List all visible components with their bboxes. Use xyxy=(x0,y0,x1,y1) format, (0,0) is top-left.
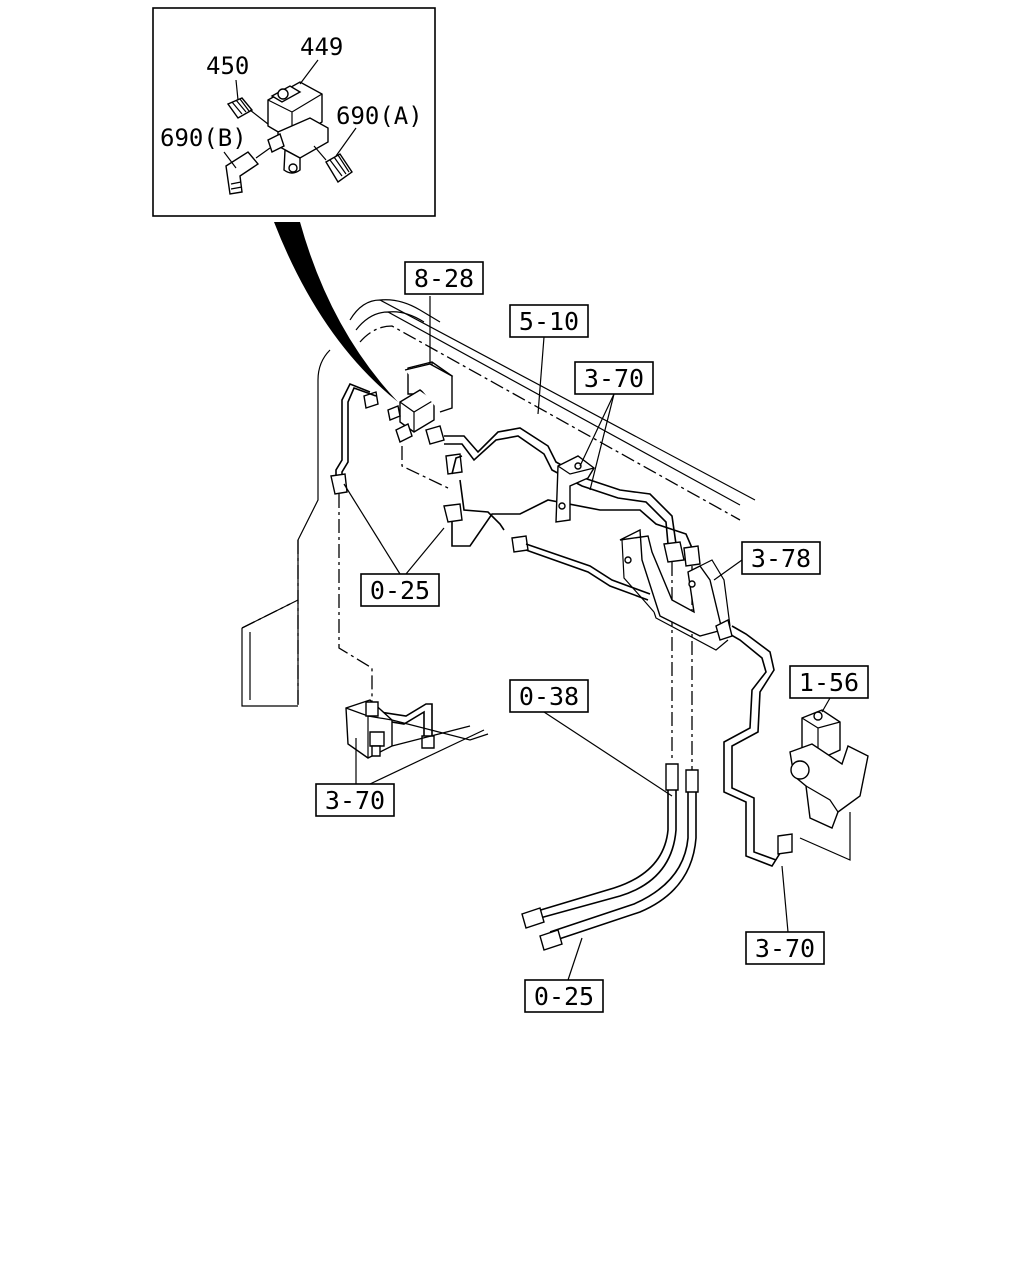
bracket-8-28 xyxy=(404,296,453,413)
side-rail xyxy=(241,349,331,707)
ref-3-70-top-label: 3-70 xyxy=(584,364,644,393)
ref-3-70-right: 3-70 xyxy=(745,931,825,965)
ref-5-10: 5-10 xyxy=(509,304,589,338)
brake-pipes xyxy=(330,382,793,951)
label-690a: 690(A) xyxy=(336,102,423,130)
fitting-690b-icon xyxy=(225,147,271,195)
ref-0-38-label: 0-38 xyxy=(519,682,579,711)
clip-bracket-3-70 xyxy=(555,455,595,523)
fitting-450-icon xyxy=(226,97,269,125)
ref-1-56: 1-56 xyxy=(789,665,869,699)
ref-3-70-left: 3-70 xyxy=(315,783,395,817)
label-690b: 690(B) xyxy=(160,124,247,152)
leader-lines xyxy=(343,336,831,981)
bracket-3-78 xyxy=(619,528,733,651)
ref-0-25-bottom-label: 0-25 xyxy=(534,982,594,1011)
ref-8-28: 8-28 xyxy=(404,261,484,295)
ref-3-70-right-label: 3-70 xyxy=(755,934,815,963)
junction-block-icon xyxy=(345,699,489,759)
leader-450 xyxy=(235,79,239,101)
callout-pointer xyxy=(274,222,398,402)
leader-690b xyxy=(223,151,237,169)
fitting-690a-icon xyxy=(313,145,353,184)
ref-5-10-label: 5-10 xyxy=(519,307,579,336)
ref-3-70-top: 3-70 xyxy=(574,361,654,395)
ref-3-78: 3-78 xyxy=(741,541,821,575)
ref-0-25-bottom: 0-25 xyxy=(524,979,604,1013)
label-449: 449 xyxy=(300,33,343,61)
frame-crossmember xyxy=(349,299,756,521)
ref-3-70-left-label: 3-70 xyxy=(325,786,385,815)
ref-3-78-label: 3-78 xyxy=(751,544,811,573)
ref-0-25-left: 0-25 xyxy=(360,573,440,607)
label-450: 450 xyxy=(206,52,249,80)
leader-690a xyxy=(335,127,357,157)
inset-detail: 449 450 690(A) 690(B) xyxy=(152,7,436,217)
ref-8-28-label: 8-28 xyxy=(414,264,474,293)
ref-0-25-left-label: 0-25 xyxy=(370,576,430,605)
ref-0-38: 0-38 xyxy=(509,679,589,713)
leader-449 xyxy=(299,59,319,85)
ref-1-56-label: 1-56 xyxy=(799,668,859,697)
component-1-56-icon xyxy=(789,709,869,861)
